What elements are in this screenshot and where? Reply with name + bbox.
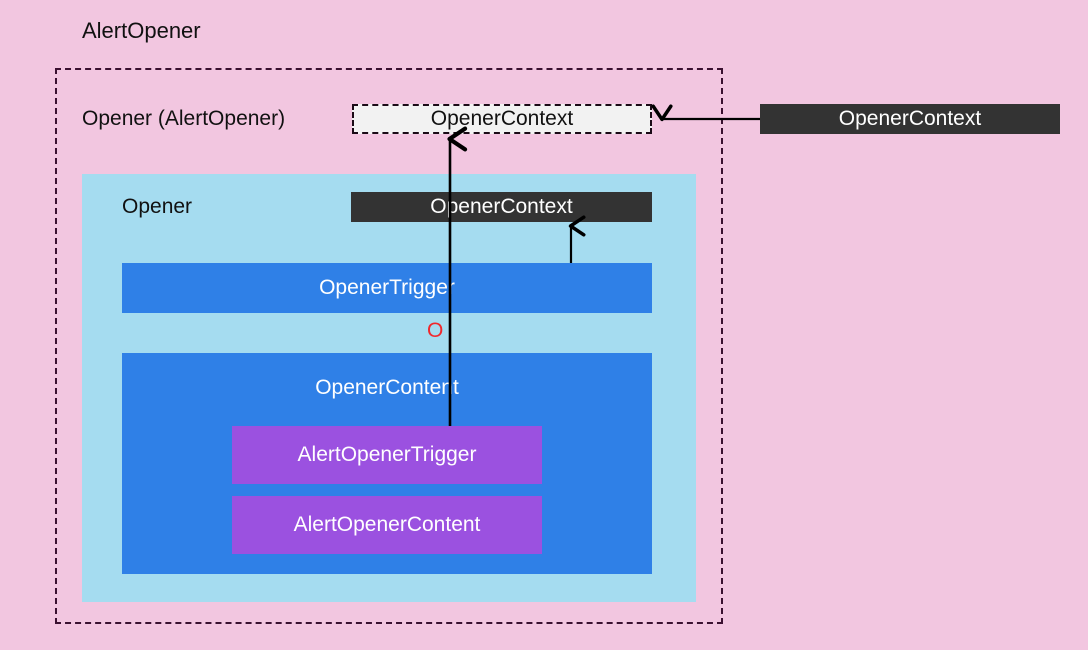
node-opener-context-dashed[interactable]: OpenerContext <box>352 104 652 134</box>
node-alert-opener-trigger[interactable]: AlertOpenerTrigger <box>232 426 542 484</box>
node-opener-trigger[interactable]: OpenerTrigger <box>122 263 652 313</box>
node-opener-context-inner[interactable]: OpenerContext <box>351 192 652 222</box>
node-label: OpenerTrigger <box>319 276 455 299</box>
red-o-marker: O <box>427 319 444 342</box>
opener-alertopener-label: Opener (AlertOpener) <box>82 107 286 130</box>
node-label: OpenerContent <box>315 376 459 399</box>
opener-container-label: Opener <box>122 195 193 218</box>
node-alert-opener-content[interactable]: AlertOpenerContent <box>232 496 542 554</box>
page-title: AlertOpener <box>82 18 201 43</box>
node-label: OpenerContext <box>430 195 573 218</box>
node-opener-context-external[interactable]: OpenerContext <box>760 104 1060 134</box>
node-label: AlertOpenerContent <box>293 513 481 536</box>
node-label: OpenerContext <box>430 107 574 130</box>
node-label: OpenerContext <box>838 107 982 130</box>
node-label: AlertOpenerTrigger <box>297 443 477 466</box>
alertopener-scope-frame <box>55 68 723 624</box>
